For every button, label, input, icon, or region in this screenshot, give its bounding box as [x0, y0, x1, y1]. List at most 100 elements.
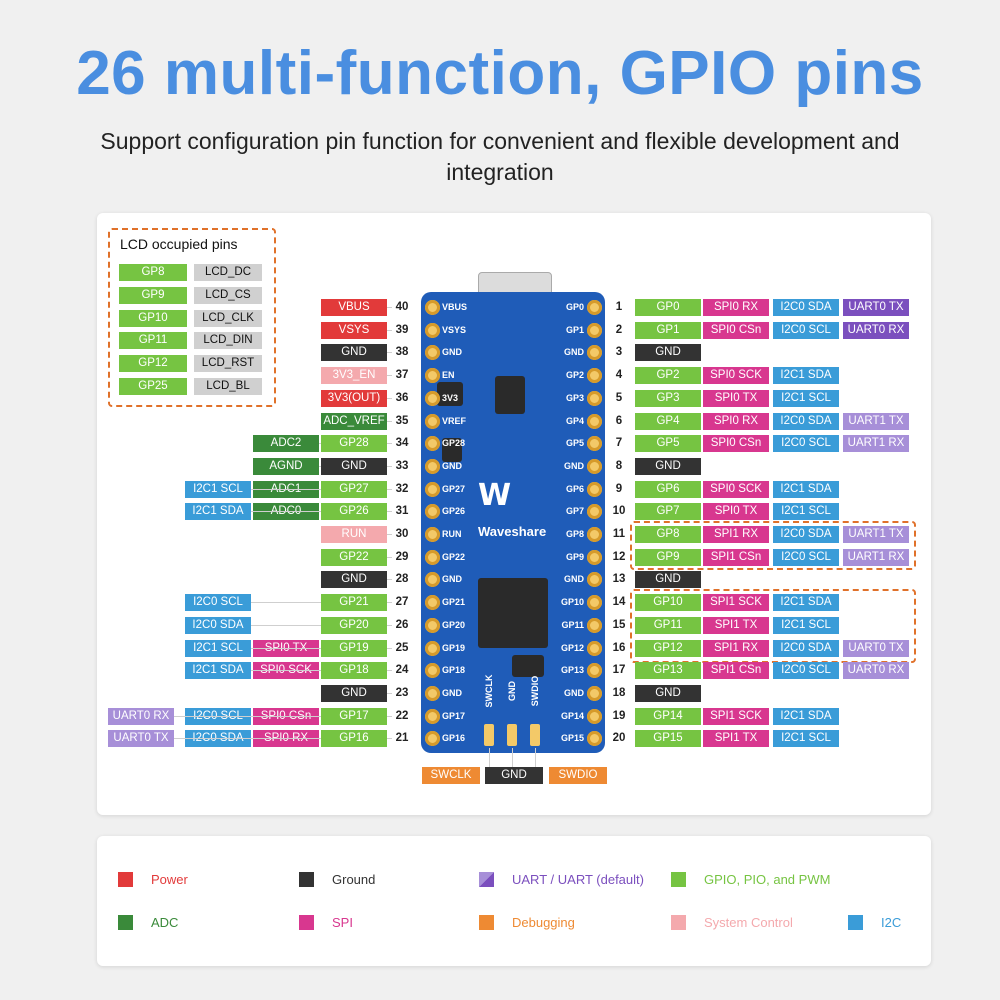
- right-pin-label: UART0 TX: [843, 299, 909, 316]
- left-pin-label: RUN: [321, 526, 387, 543]
- left-connector-line: [251, 670, 321, 671]
- left-connector-line: [387, 602, 392, 603]
- left-connector-line: [387, 625, 392, 626]
- left-pin-pad: [425, 731, 440, 746]
- right-pin-label: SPI0 SCK: [703, 367, 769, 384]
- lcd-function-label: LCD_CLK: [194, 309, 262, 327]
- right-pin-number: 14: [612, 596, 626, 608]
- left-pin-label: I2C1 SCL: [185, 481, 251, 498]
- left-connector-line: [387, 534, 392, 535]
- left-pin-number: 36: [395, 392, 409, 404]
- right-pin-label: GP4: [635, 413, 701, 430]
- right-pin-label: I2C0 SDA: [773, 526, 839, 543]
- legend-swatch: [299, 915, 314, 930]
- left-pin-silk: GP22: [442, 552, 466, 562]
- right-pin-label: I2C0 SCL: [773, 662, 839, 679]
- left-pin-pad: [425, 663, 440, 678]
- lcd-function-label: LCD_DC: [194, 264, 262, 281]
- lcd-gpio-label: GP12: [119, 355, 187, 373]
- right-pin-number: 3: [615, 346, 623, 358]
- right-pin-label: GND: [635, 458, 701, 475]
- left-connector-line: [387, 670, 392, 671]
- left-pin-silk: GP16: [442, 733, 466, 743]
- left-pin-label: GP26: [321, 503, 387, 520]
- right-pin-label: I2C0 SCL: [773, 435, 839, 452]
- right-pin-label: GP10: [635, 594, 701, 611]
- left-pin-pad: [425, 595, 440, 610]
- left-connector-line: [387, 375, 392, 376]
- right-pin-silk: GP10: [560, 597, 584, 607]
- left-pin-number: 27: [395, 596, 409, 608]
- right-pin-pad: [587, 527, 602, 542]
- right-pin-label: GP12: [635, 640, 701, 657]
- right-pin-silk: GP14: [560, 711, 584, 721]
- left-connector-line: [387, 579, 392, 580]
- left-connector-line: [174, 716, 321, 717]
- legend-label: Power: [151, 872, 188, 887]
- legend-label: SPI: [332, 915, 353, 930]
- right-pin-silk: GP1: [565, 325, 584, 335]
- right-pin-label: I2C1 SDA: [773, 708, 839, 725]
- left-pin-silk: 3V3: [442, 393, 459, 403]
- right-pin-silk: GP0: [565, 302, 584, 312]
- legend-swatch: [848, 915, 863, 930]
- right-pin-number: 15: [612, 619, 626, 631]
- right-pin-number: 7: [615, 437, 623, 449]
- rp2040-chip: [478, 578, 548, 648]
- left-pin-label: GP22: [321, 549, 387, 566]
- left-pin-silk: GP26: [442, 506, 466, 516]
- left-pin-silk: GND: [442, 688, 462, 698]
- lcd-function-label: LCD_RST: [194, 355, 262, 373]
- left-pin-number: 40: [395, 301, 409, 313]
- right-pin-silk: GP2: [565, 370, 584, 380]
- right-pin-label: GP9: [635, 549, 701, 566]
- page-subtitle: Support configuration pin function for c…: [100, 128, 900, 185]
- right-pin-label: GND: [635, 685, 701, 702]
- left-pin-silk: GND: [442, 461, 462, 471]
- right-pin-silk: GP7: [565, 506, 584, 516]
- right-pin-label: GP6: [635, 481, 701, 498]
- left-pin-number: 29: [395, 551, 409, 563]
- right-pin-label: GP8: [635, 526, 701, 543]
- debug-label: SWCLK: [422, 767, 480, 784]
- right-pin-number: 2: [615, 324, 623, 336]
- right-pin-silk: GP9: [565, 552, 584, 562]
- left-pin-pad: [425, 686, 440, 701]
- left-connector-line: [387, 307, 392, 308]
- left-pin-number: 31: [395, 505, 409, 517]
- right-pin-pad: [587, 436, 602, 451]
- lcd-gpio-label: GP9: [119, 286, 187, 304]
- left-pin-pad: [425, 482, 440, 497]
- left-connector-line: [387, 466, 392, 467]
- right-pin-pad: [587, 550, 602, 565]
- left-connector-line: [251, 648, 321, 649]
- board-brand-logo: Waveshare: [478, 524, 547, 539]
- left-pin-pad: [425, 618, 440, 633]
- left-pin-silk: GP27: [442, 484, 466, 494]
- left-pin-label: I2C1 SCL: [185, 640, 251, 657]
- left-pin-label: AGND: [253, 458, 319, 475]
- left-connector-line: [387, 352, 392, 353]
- right-pin-label: GP11: [635, 617, 701, 634]
- left-pin-label: GP16: [321, 730, 387, 747]
- left-pin-number: 25: [395, 642, 409, 654]
- right-pin-pad: [587, 459, 602, 474]
- left-pin-pad: [425, 368, 440, 383]
- left-connector-line: [387, 648, 392, 649]
- right-pin-label: UART1 TX: [843, 413, 909, 430]
- left-pin-number: 24: [395, 664, 409, 676]
- right-pin-label: I2C1 SCL: [773, 730, 839, 747]
- right-pin-label: SPI0 RX: [703, 299, 769, 316]
- left-pin-label: 3V3_EN: [321, 367, 387, 384]
- right-pin-label: SPI1 RX: [703, 526, 769, 543]
- right-pin-label: UART1 TX: [843, 526, 909, 543]
- right-pin-silk: GP12: [560, 643, 584, 653]
- legend-swatch: [671, 915, 686, 930]
- lcd-occupied-box: [108, 228, 276, 407]
- left-pin-silk: VREF: [442, 416, 467, 426]
- lcd-function-label: LCD_DIN: [194, 332, 262, 350]
- legend-swatch: [118, 915, 133, 930]
- right-pin-label: I2C1 SDA: [773, 481, 839, 498]
- left-connector-line: [251, 489, 321, 490]
- left-pin-pad: [425, 345, 440, 360]
